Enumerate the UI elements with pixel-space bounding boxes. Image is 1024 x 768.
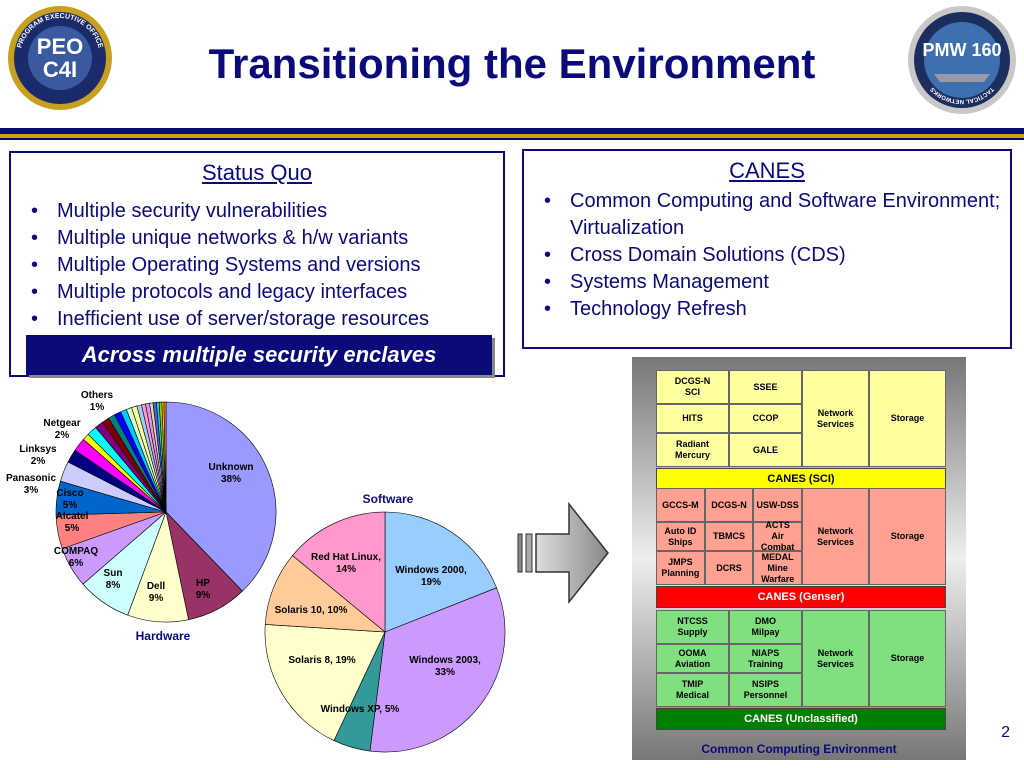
status-quo-heading: Status Quo — [201, 160, 313, 185]
pie-slice-solaris-8 — [264, 624, 386, 741]
hardware-chart-title: Hardware — [136, 629, 191, 643]
cce-app-cell: GCCS-M — [656, 488, 705, 522]
header-stripe-navy — [0, 128, 1024, 134]
page-title: Transitioning the Environment — [208, 40, 816, 87]
canes-item: Cross Domain Solutions (CDS) — [524, 242, 1010, 269]
pie-slice — [163, 401, 167, 513]
hardware-pie — [55, 401, 277, 623]
pie-label-windows-xp: Windows XP, 5% — [321, 704, 400, 715]
pie-slice-solaris-10 — [264, 555, 386, 633]
cce-app-cell: USW-DSS — [753, 488, 802, 522]
pie-label-windows-2000: Windows 2000,19% — [395, 565, 467, 588]
cce-app-cell: SSEE — [729, 370, 802, 404]
cce-enclave-bar: CANES (Genser) — [656, 586, 946, 608]
pie-slice-windows-2000 — [384, 511, 497, 633]
header-stripe-gold — [0, 134, 1024, 138]
cce-app-cell: DCRS — [704, 551, 754, 585]
status-quo-item: Multiple unique networks & h/w variants — [11, 225, 503, 252]
canes-heading: CANES — [729, 158, 805, 183]
canes-item: Technology Refresh — [524, 296, 1010, 323]
software-pie — [264, 511, 506, 753]
pie-label-windows-2003: Windows 2003,33% — [409, 655, 481, 678]
software-chart-title: Software — [363, 492, 414, 506]
peo-c4i-logo: PEO C4I PROGRAM EXECUTIVE OFFICE — [8, 6, 112, 110]
pie-slice-red-hat-linux — [292, 511, 386, 633]
transition-arrow-icon — [517, 501, 609, 605]
cce-app-cell: CCOP — [729, 404, 802, 433]
pie-slice-windows-2003 — [369, 587, 506, 753]
status-quo-item: Multiple Operating Systems and versions — [11, 252, 503, 279]
pie-label-red-hat-linux: Red Hat Linux,14% — [311, 552, 381, 575]
cce-storage: Storage — [869, 610, 946, 707]
header-stripe-navy-thin — [0, 138, 1024, 140]
security-enclaves-banner: Across multiple security enclaves — [26, 335, 492, 375]
status-quo-list: Multiple security vulnerabilities Multip… — [11, 198, 503, 333]
canes-list: Common Computing and Software Environmen… — [524, 188, 1010, 323]
canes-panel: CANES Common Computing and Software Envi… — [522, 149, 1012, 349]
cce-enclave-bar: CANES (SCI) — [656, 468, 946, 490]
cce-app-cell: TBMCS — [704, 522, 754, 551]
logo-text-c4i: C4I — [43, 57, 77, 82]
pie-label-solaris-8: Solaris 8, 19% — [288, 655, 355, 666]
cce-enclave-bar: CANES (Unclassified) — [656, 708, 946, 730]
cce-app-cell: DCGS-N — [704, 488, 754, 522]
status-quo-item: Multiple security vulnerabilities — [11, 198, 503, 225]
status-quo-item: Inefficient use of server/storage resour… — [11, 306, 503, 333]
canes-item: Systems Management — [524, 269, 1010, 296]
cce-title: Common Computing Environment — [701, 742, 897, 756]
software-pie-labels: Windows 2000,19% Windows 2003,33% Windows … — [275, 552, 481, 715]
canes-item: Common Computing and Software Environmen… — [524, 188, 1010, 242]
pie-label-solaris-10: Solaris 10, 10% — [275, 605, 348, 616]
pmw-160-logo: PMW 160 TACTICAL NETWORKS — [908, 6, 1016, 114]
pie-slice-unknown — [165, 401, 277, 592]
cce-storage: Storage — [869, 488, 946, 585]
page-number: 2 — [1001, 724, 1010, 741]
cce-storage: Storage — [869, 370, 946, 467]
logo-text-peo: PEO — [37, 34, 83, 59]
cce-app-cell: HITS — [656, 404, 729, 433]
cce-app-cell: GALE — [729, 433, 802, 467]
logo-text-pmw: PMW 160 — [922, 40, 1001, 60]
status-quo-item: Multiple protocols and legacy interfaces — [11, 279, 503, 306]
